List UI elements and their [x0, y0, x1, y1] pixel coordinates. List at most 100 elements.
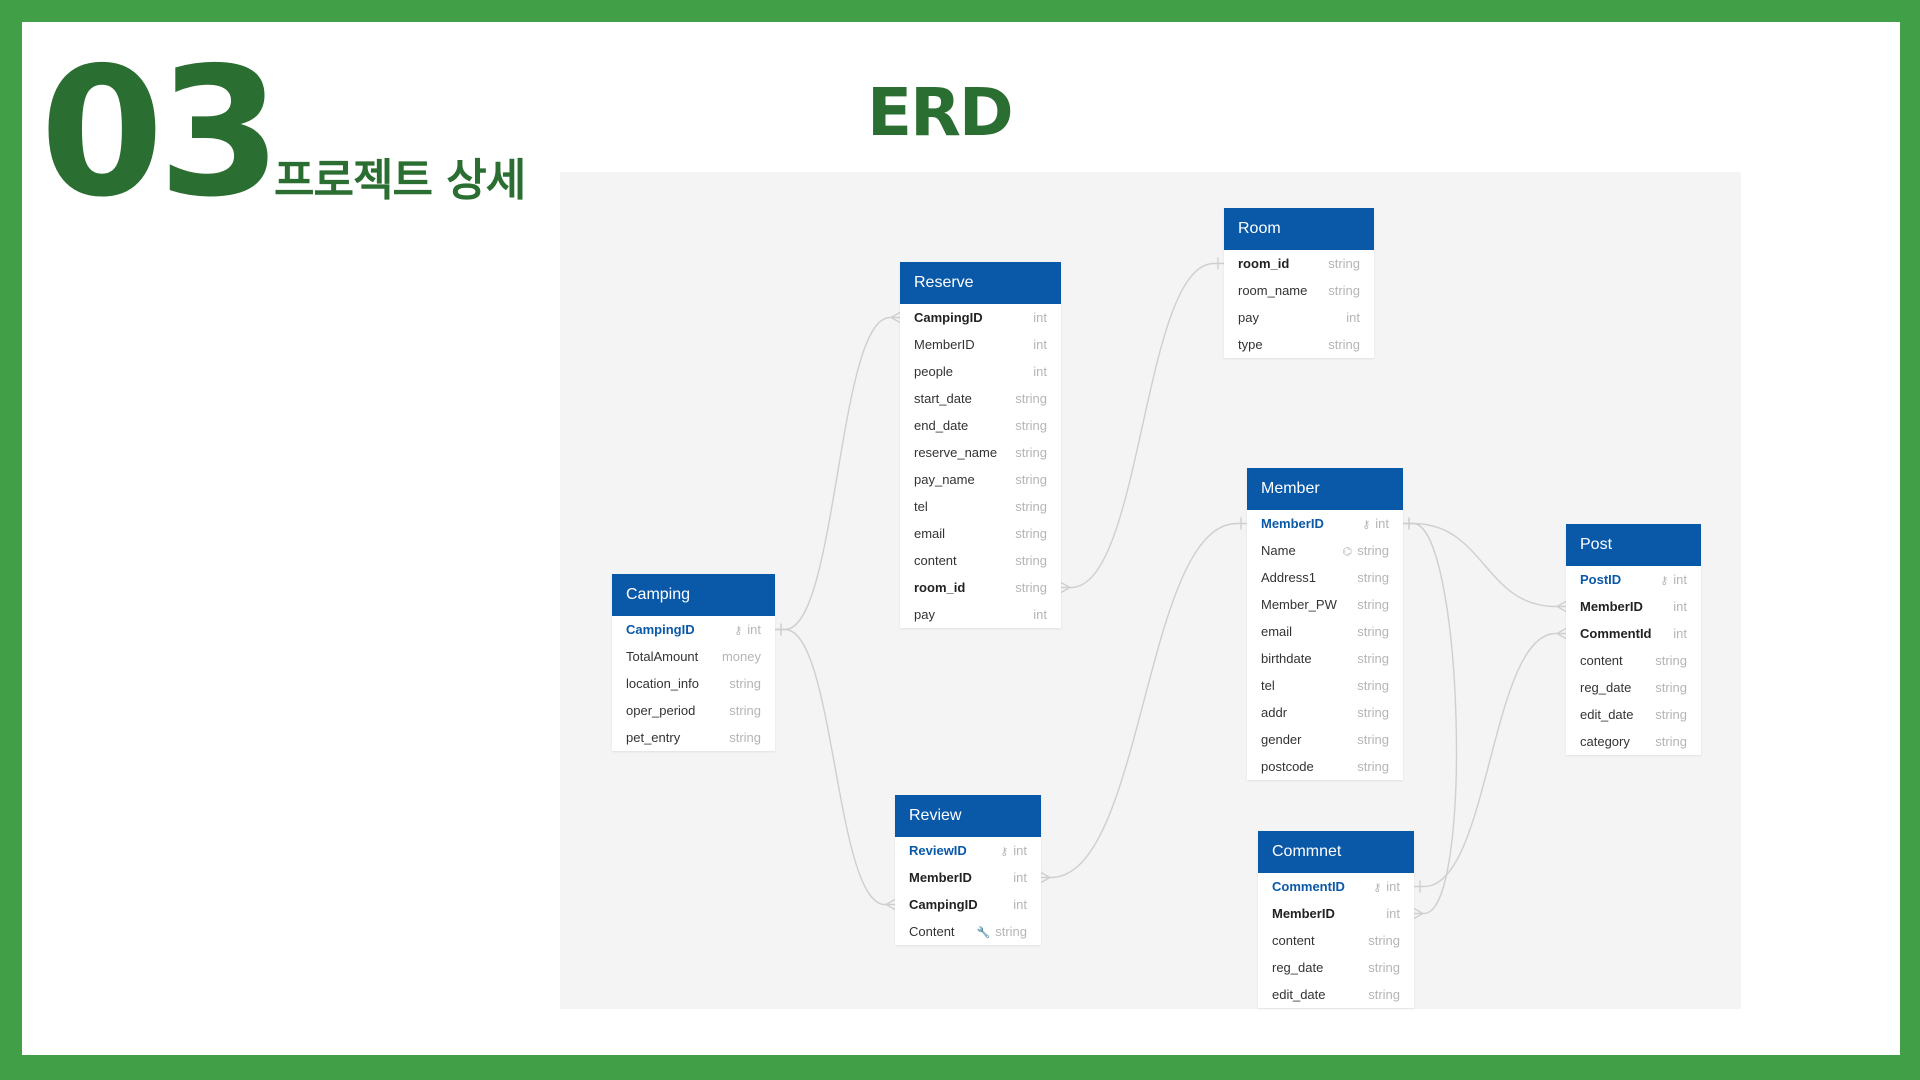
field-row[interactable]: ReviewID ⚷int	[895, 837, 1041, 864]
field-row[interactable]: MemberID⚷int	[1247, 510, 1403, 537]
field-type: 🔧string	[977, 918, 1028, 947]
key-icon: ⚷	[1373, 882, 1382, 894]
field-row[interactable]: room_id string	[1224, 250, 1374, 277]
field-type: string	[729, 670, 761, 697]
field-name: room_id	[1238, 256, 1290, 271]
field-row[interactable]: type string	[1224, 331, 1374, 358]
relationship-line	[1414, 632, 1566, 888]
field-type-value: string	[1328, 337, 1360, 352]
field-name: ReviewID	[909, 843, 967, 858]
field-row[interactable]: reserve_name string	[900, 439, 1061, 466]
field-type-value: string	[1015, 391, 1047, 406]
field-type: string	[1655, 728, 1687, 755]
entity-header-review: Review	[895, 795, 1041, 837]
field-row[interactable]: PostID⚷int	[1566, 566, 1701, 593]
field-name: MemberID	[914, 337, 975, 352]
field-type-value: string	[1357, 624, 1389, 639]
field-name: MemberID	[1580, 599, 1643, 614]
field-row[interactable]: Content🔧string	[895, 918, 1041, 945]
index-icon: ⌬	[1342, 546, 1353, 558]
relationship-line	[1403, 522, 1566, 608]
field-type-value: int	[1386, 906, 1400, 921]
field-type-value: string	[729, 676, 761, 691]
field-name: reg_date	[1580, 680, 1632, 695]
field-row[interactable]: Name⌬string	[1247, 537, 1403, 564]
relationship-line	[775, 628, 895, 906]
field-type: ⚷int	[1362, 510, 1389, 539]
field-type-value: int	[1673, 626, 1687, 641]
field-row[interactable]: location_info string	[612, 670, 775, 697]
entity-header-comment: Commnet	[1258, 831, 1414, 873]
cardinality-many-marker	[1060, 581, 1071, 594]
field-row[interactable]: room_name string	[1224, 277, 1374, 304]
field-name: edit_date	[1272, 987, 1326, 1002]
field-type-value: int	[1033, 364, 1047, 379]
field-name: room_name	[1238, 283, 1308, 298]
field-type: ⚷int	[1000, 837, 1027, 866]
field-row[interactable]: reg_date string	[1566, 674, 1701, 701]
field-type-value: string	[1328, 283, 1360, 298]
field-type: string	[1655, 674, 1687, 701]
section-title: 프로젝트 상세	[274, 155, 526, 206]
field-type: string	[1328, 250, 1360, 277]
field-type: string	[1328, 331, 1360, 358]
field-name: type	[1238, 337, 1263, 352]
field-name: reserve_name	[914, 445, 998, 460]
field-row[interactable]: CommentID⚷int	[1258, 873, 1414, 900]
field-type-value: string	[1368, 933, 1400, 948]
field-row[interactable]: CampingID⚷int	[612, 616, 775, 643]
field-name: room_id	[914, 580, 966, 595]
field-type-value: string	[1015, 445, 1047, 460]
entity-header-member: Member	[1247, 468, 1403, 510]
field-name: end_date	[914, 418, 969, 433]
field-name: location_info	[626, 676, 699, 691]
entity-header-camping: Camping	[612, 574, 775, 616]
relationship-line	[1041, 522, 1247, 879]
field-type: ⚷int	[734, 616, 761, 645]
field-type-value: string	[1015, 472, 1047, 487]
